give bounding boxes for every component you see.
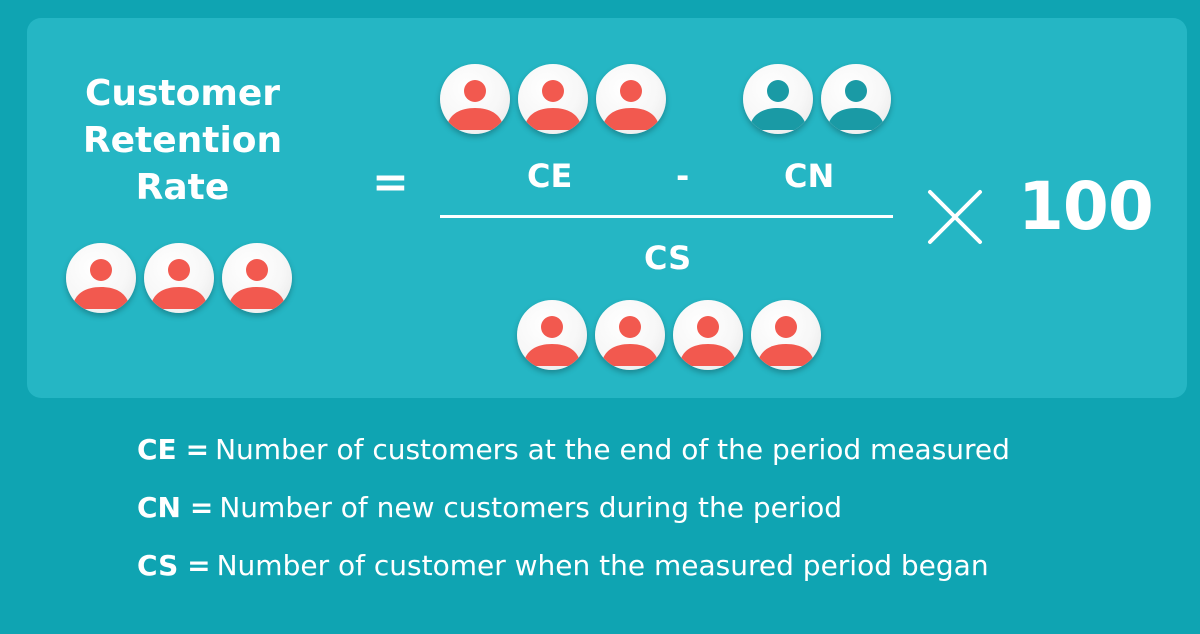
retention-rate-title: Customer Retention Rate — [55, 70, 310, 211]
person-icon — [595, 300, 665, 370]
definition-cn: CN =Number of new customers during the p… — [137, 488, 1010, 528]
definition-term: CS — [137, 549, 179, 582]
definition-text: Number of customers at the end of the pe… — [215, 433, 1010, 466]
definition-ce: CE =Number of customers at the end of th… — [137, 430, 1010, 470]
person-icon — [222, 243, 292, 313]
multiply-icon — [926, 188, 984, 250]
person-icon — [596, 64, 666, 134]
multiplier-value: 100 — [1018, 168, 1154, 245]
equals-sign: = — [372, 157, 409, 208]
title-line-2: Retention — [82, 120, 283, 161]
person-icon — [144, 243, 214, 313]
definition-equals: = — [189, 491, 214, 524]
definition-equals: = — [187, 549, 211, 582]
definition-text: Number of customer when the measured per… — [216, 549, 989, 582]
cn-icons — [743, 64, 891, 134]
title-line-1: Customer — [84, 73, 281, 114]
person-icon — [821, 64, 891, 134]
definition-term: CN — [137, 491, 181, 524]
person-icon — [673, 300, 743, 370]
person-icon — [518, 64, 588, 134]
cs-term: CS — [644, 239, 692, 277]
definition-text: Number of new customers during the perio… — [219, 491, 843, 524]
person-icon — [66, 243, 136, 313]
cs-icons — [517, 300, 821, 370]
ce-term: CE — [527, 157, 573, 195]
definition-term: CE — [137, 433, 177, 466]
definition-cs: CS =Number of customer when the measured… — [137, 546, 1010, 586]
definition-equals: = — [185, 433, 210, 466]
retention-icons — [66, 243, 292, 313]
person-icon — [517, 300, 587, 370]
fraction-bar — [440, 215, 893, 218]
ce-icons — [440, 64, 666, 134]
person-icon — [751, 300, 821, 370]
title-line-3: Rate — [135, 167, 230, 208]
person-icon — [440, 64, 510, 134]
person-icon — [743, 64, 813, 134]
definitions-list: CE =Number of customers at the end of th… — [137, 430, 1010, 604]
minus-sign: - — [676, 157, 690, 195]
cn-term: CN — [784, 157, 835, 195]
